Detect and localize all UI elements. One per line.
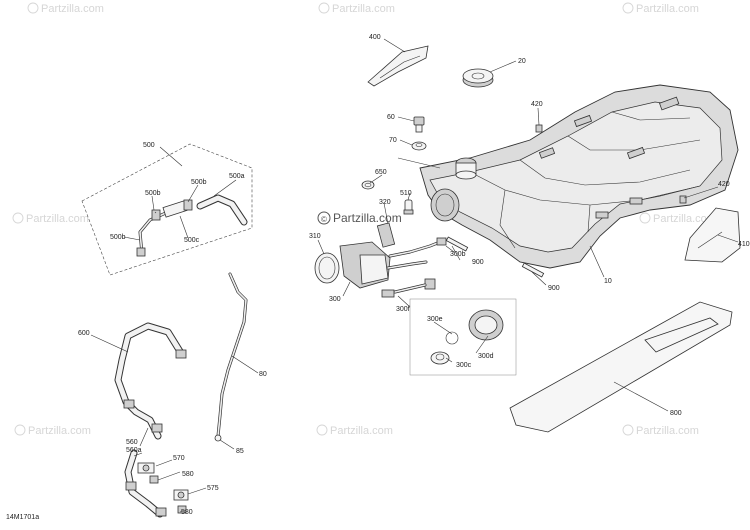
callout-600: 600 — [78, 330, 90, 337]
callout-320: 320 — [379, 199, 391, 206]
part-600-hose — [114, 322, 187, 440]
svg-text:Partzilla.com: Partzilla.com — [41, 3, 104, 15]
callout-500: 500 — [143, 142, 155, 149]
center-watermark: © Partzilla.com — [317, 211, 402, 225]
part-10-fuel-tank — [397, 84, 739, 269]
callout-410: 410 — [738, 241, 750, 248]
callout-85: 85 — [236, 448, 244, 455]
callout-300: 300 — [329, 296, 341, 303]
watermark: Partzilla.com — [12, 212, 89, 225]
callout-10: 10 — [604, 278, 612, 285]
svg-text:Partzilla.com: Partzilla.com — [332, 3, 395, 15]
part-570-fitting — [137, 462, 159, 484]
watermark: Partzilla.com — [14, 424, 91, 437]
svg-text:Partzilla.com: Partzilla.com — [636, 425, 699, 437]
callout-500a: 500a — [229, 173, 245, 180]
callout-500c: 500c — [184, 237, 200, 244]
callout-80: 80 — [259, 371, 267, 378]
callout-570: 570 — [173, 455, 185, 462]
part-560-hose — [124, 449, 167, 518]
callout-510: 510 — [400, 190, 412, 197]
callout-300e: 300e — [427, 316, 443, 323]
callout-500b: 500b — [145, 190, 161, 197]
watermark: Partzilla.com — [622, 2, 699, 15]
part-420-clip — [679, 195, 687, 204]
callout-labels: 400 20 420 60 70 650 510 320 310 300 300… — [6, 34, 750, 521]
callout-580: 580 — [182, 471, 194, 478]
part-400-cover — [367, 45, 429, 87]
part-420-clip — [535, 124, 543, 133]
svg-text:Partzilla.com: Partzilla.com — [330, 425, 393, 437]
part-20-fuel-cap — [462, 68, 494, 88]
callout-580: 580 — [181, 509, 193, 516]
svg-text:©: © — [321, 215, 327, 224]
callout-575: 575 — [207, 485, 219, 492]
watermark-layer: Partzilla.com Partzilla.com Partzilla.co… — [12, 2, 716, 437]
part-80-breather-hose — [214, 272, 248, 442]
callout-420: 420 — [531, 101, 543, 108]
part-410-pad — [684, 207, 741, 263]
svg-text:Partzilla.com: Partzilla.com — [28, 425, 91, 437]
part-650-clamp — [361, 180, 375, 190]
callout-300c: 300c — [456, 362, 472, 369]
callout-60: 60 — [387, 114, 395, 121]
part-900-spacer — [445, 236, 469, 252]
part-500-hose-kit — [81, 143, 253, 276]
watermark: Partzilla.com — [27, 2, 104, 15]
watermark: Partzilla.com — [622, 424, 699, 437]
part-300-fuel-pump — [314, 222, 447, 289]
watermark: Partzilla.com — [639, 212, 716, 225]
svg-text:Partzilla.com: Partzilla.com — [653, 213, 716, 225]
watermark: Partzilla.com — [316, 424, 393, 437]
part-300f-connector — [381, 278, 436, 298]
leader-lines — [90, 38, 739, 513]
part-575-fitting — [173, 489, 189, 514]
callout-650: 650 — [375, 169, 387, 176]
callout-310: 310 — [309, 233, 321, 240]
callout-300f: 300f — [396, 306, 410, 313]
callout-300b: 300b — [450, 251, 466, 258]
part-60-sensor — [413, 116, 425, 133]
callout-500b: 500b — [110, 234, 126, 241]
callout-900: 900 — [548, 285, 560, 292]
inset-pump-detail — [409, 298, 517, 376]
part-900-spacer — [521, 262, 545, 278]
callout-70: 70 — [389, 137, 397, 144]
part-800-pad — [509, 301, 733, 433]
diagram-code: 14M1701a — [6, 514, 39, 521]
callout-560a: 560a — [126, 447, 142, 454]
svg-text:Partzilla.com: Partzilla.com — [26, 213, 89, 225]
svg-text:Partzilla.com: Partzilla.com — [636, 3, 699, 15]
callout-900: 900 — [472, 259, 484, 266]
callout-300d: 300d — [478, 353, 494, 360]
svg-text:Partzilla.com: Partzilla.com — [333, 211, 402, 225]
callout-800: 800 — [670, 410, 682, 417]
callout-420: 420 — [718, 181, 730, 188]
callout-20: 20 — [518, 58, 526, 65]
callout-400: 400 — [369, 34, 381, 41]
callout-560: 560 — [126, 439, 138, 446]
part-510-fitting — [403, 199, 414, 215]
watermark: Partzilla.com — [318, 2, 395, 15]
part-70-grommet — [411, 141, 427, 151]
callout-500b: 500b — [191, 179, 207, 186]
